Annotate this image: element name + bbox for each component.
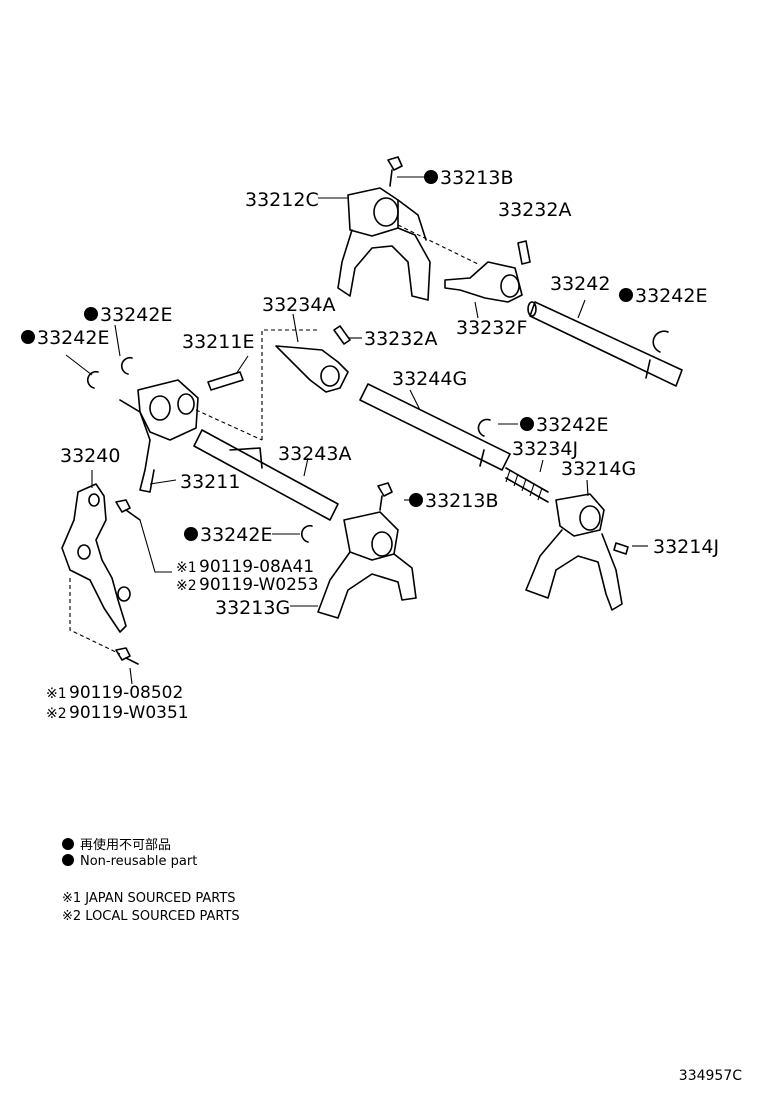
nonreusable-dot-icon [62, 854, 74, 866]
label-33234J: 33234J [512, 438, 578, 460]
shaft-33243A [193, 429, 339, 521]
nonreusable-dot [520, 417, 534, 431]
label-33213G: 33213G [215, 597, 290, 619]
shift-head-33211 [119, 379, 199, 493]
clip-33242E-right [652, 330, 669, 353]
clip-33242E-mid [477, 418, 491, 437]
label-33213B-top: 33213B [440, 167, 513, 189]
label-33243A: 33243A [278, 443, 351, 465]
label-33234A: 33234A [262, 294, 335, 316]
ref-mark-1: ※1 [176, 560, 197, 576]
ref-mark-2: ※2 [176, 578, 197, 594]
label-33242E-left: 33242E [37, 327, 109, 349]
clip-33242E-top-left [120, 356, 133, 375]
label-33232F: 33232F [456, 317, 527, 339]
nonreusable-dot-icon [62, 838, 74, 850]
label-33242E-right: 33242E [635, 285, 707, 307]
nonreusable-dot [619, 288, 633, 302]
label-90119-08A41: 90119-08A41 [199, 557, 314, 577]
pin-33232A-mid [333, 325, 351, 345]
figure-number: 334957C [678, 1068, 742, 1084]
label-90119-08502: 90119-08502 [69, 683, 183, 703]
shaft-33242 [527, 301, 683, 387]
ref-mark-2: ※2 [46, 706, 67, 722]
fork-33212C [337, 187, 431, 301]
label-33214J: 33214J [653, 536, 719, 558]
nonreusable-dot [424, 170, 438, 184]
label-33242E-low: 33242E [200, 524, 272, 546]
label-33211E: 33211E [182, 331, 254, 353]
bolt-33213B-mid [377, 482, 393, 511]
label-33212C: 33212C [245, 189, 319, 211]
label-33242E-top-left: 33242E [100, 304, 172, 326]
label-33232A-top: 33232A [498, 199, 571, 221]
shaft-33244G [359, 383, 511, 471]
pin-33214J [613, 542, 629, 555]
label-33213B-mid: 33213B [425, 490, 498, 512]
ref-mark-1: ※1 [46, 686, 67, 702]
bracket-33232F [444, 261, 523, 303]
bolt-90119-08A41 [115, 499, 141, 521]
legend-nonreusable-jp: 再使用不可部品 [62, 834, 171, 853]
clip-33242E-left [86, 370, 99, 389]
nonreusable-dot [409, 493, 423, 507]
legend-nonreusable-en: Non-reusable part [62, 854, 197, 869]
pin-33211E [207, 371, 244, 391]
label-90119-W0351: 90119-W0351 [69, 703, 189, 723]
label-33242: 33242 [550, 273, 610, 295]
fork-33213G [317, 511, 417, 619]
nonreusable-dot [184, 527, 198, 541]
label-33232A-mid: 33232A [364, 328, 437, 350]
lever-33240 [61, 483, 131, 633]
label-33214G: 33214G [561, 458, 636, 480]
bolt-33213B-top [387, 156, 403, 187]
clip-33242E-low [300, 524, 313, 543]
legend-text: Non-reusable part [80, 854, 198, 869]
nonreusable-dot [21, 330, 35, 344]
bolt-90119-08502 [115, 647, 139, 665]
label-90119-W0253: 90119-W0253 [199, 575, 319, 595]
nonreusable-dot [84, 307, 98, 321]
label-33240: 33240 [60, 445, 120, 467]
label-33242E-mid: 33242E [536, 414, 608, 436]
label-33211: 33211 [180, 471, 240, 493]
fork-33214G [525, 493, 623, 611]
leader-lines [65, 176, 648, 685]
lever-33234A [275, 345, 349, 393]
label-33244G: 33244G [392, 368, 467, 390]
legend-japan-sourced: ※1 JAPAN SOURCED PARTS [62, 891, 236, 906]
spring-33234J [505, 467, 549, 503]
legend-text: 再使用不可部品 [80, 838, 172, 853]
legend-local-sourced: ※2 LOCAL SOURCED PARTS [62, 909, 240, 924]
pin-33232A-top [517, 240, 531, 265]
